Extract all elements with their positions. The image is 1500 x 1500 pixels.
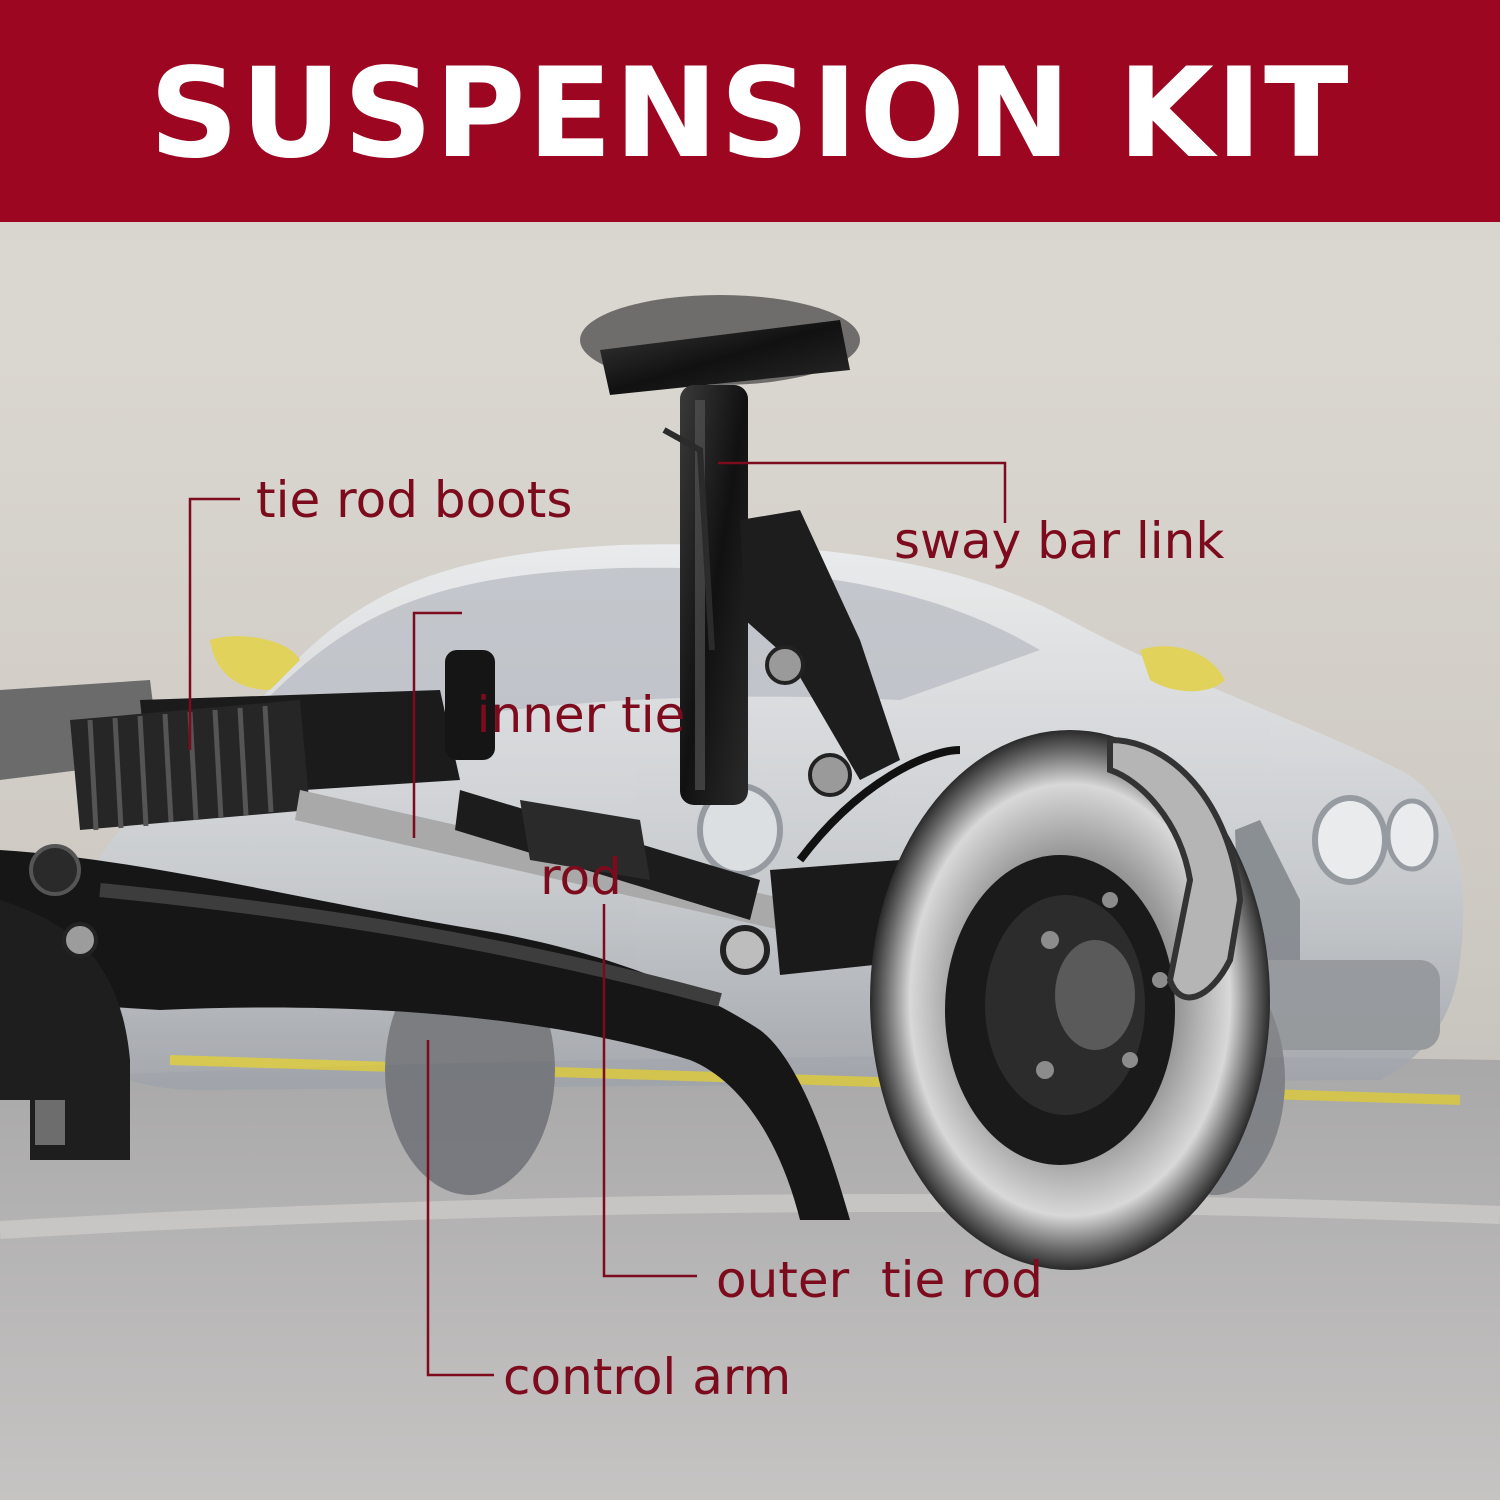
leader-inner-tie-rod — [412, 611, 462, 838]
strut-assembly — [580, 295, 900, 805]
callout-inner-tie-rod-line1: inner tie — [476, 686, 686, 744]
brake-rotor — [796, 730, 1270, 1270]
suspension-illustration — [0, 222, 1500, 1500]
callout-inner-tie-rod: inner tie rod — [472, 590, 690, 1002]
leader-tie-rod-boots — [188, 497, 240, 750]
callout-control-arm: control arm — [503, 1348, 792, 1406]
leader-control-arm — [426, 1040, 494, 1377]
leader-outer-tie-rod — [602, 904, 697, 1278]
callout-inner-tie-rod-line2: rod — [540, 848, 622, 906]
leader-sway-bar-link — [718, 461, 1007, 523]
title-banner: SUSPENSION KIT — [0, 0, 1500, 222]
callout-tie-rod-boots: tie rod boots — [256, 471, 573, 529]
callout-sway-bar-link: sway bar link — [894, 512, 1225, 570]
page-title: SUSPENSION KIT — [149, 42, 1351, 186]
callout-lines — [188, 461, 1007, 1377]
callout-outer-tie-rod: outer tie rod — [716, 1251, 1043, 1309]
control-arm — [0, 844, 850, 1220]
